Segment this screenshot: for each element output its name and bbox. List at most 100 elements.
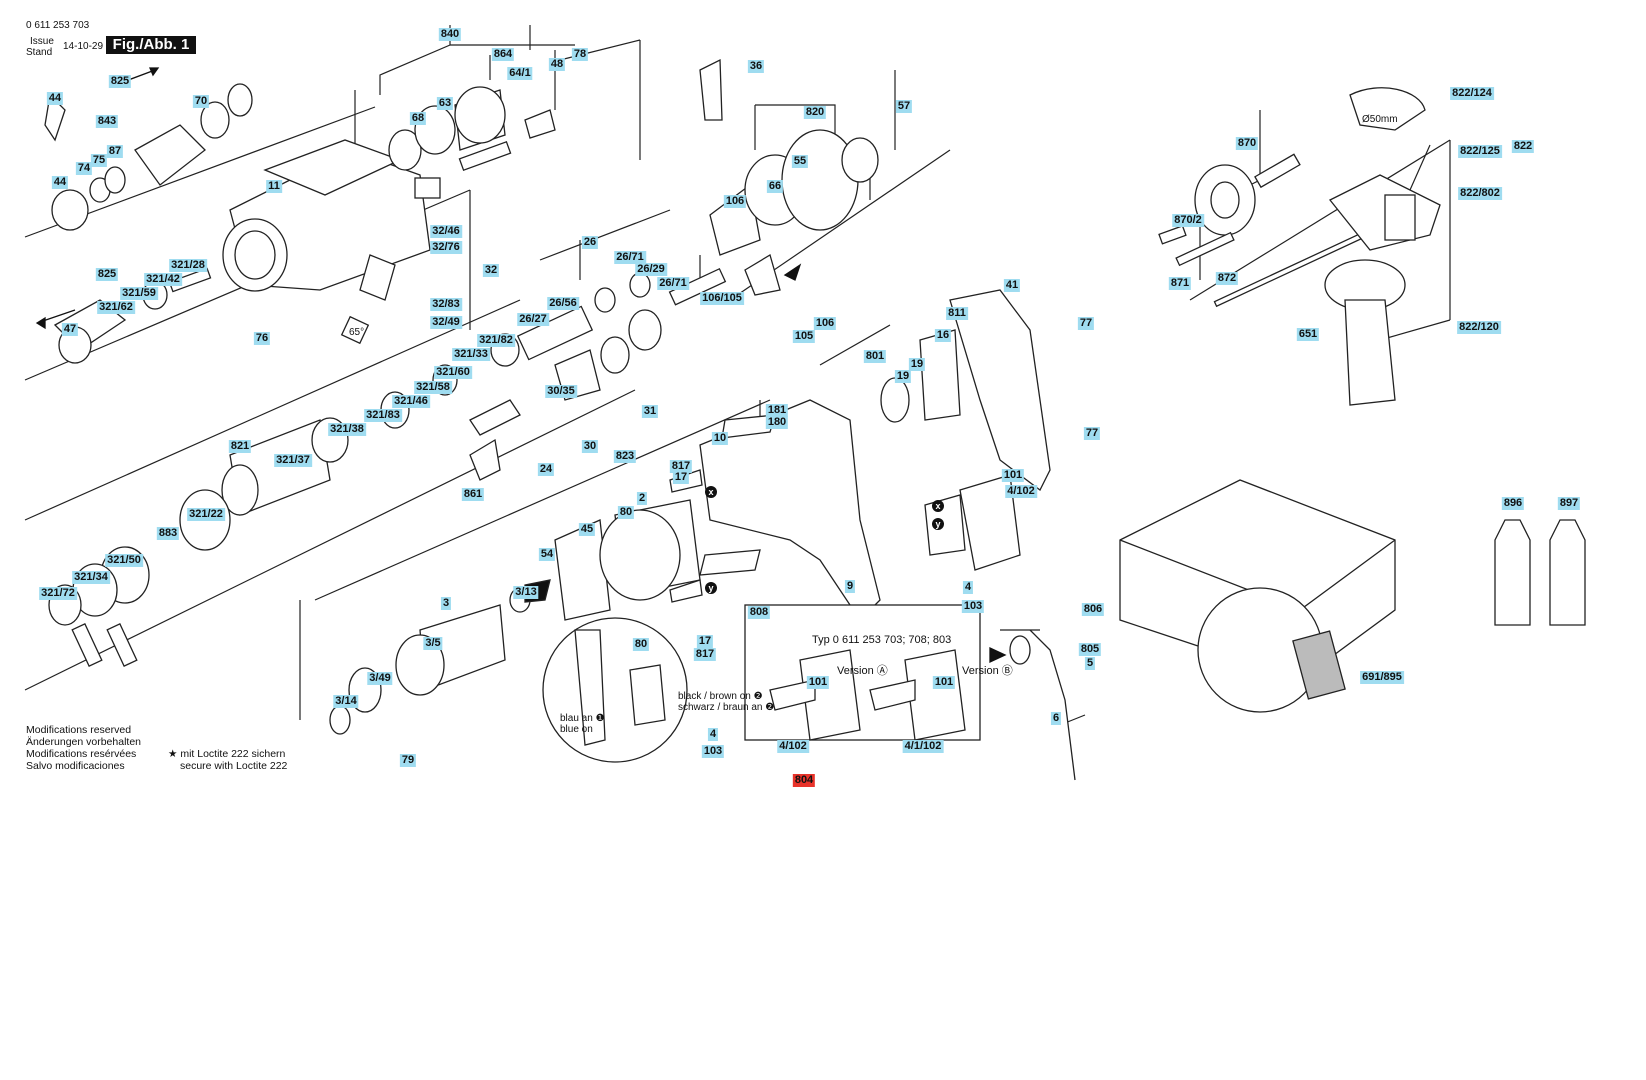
part-callout[interactable]: 11 xyxy=(266,180,282,193)
part-callout[interactable]: 321/60 xyxy=(434,366,472,379)
part-callout[interactable]: 30 xyxy=(581,440,599,453)
part-callout[interactable]: 57 xyxy=(895,100,913,113)
part-callout[interactable]: 55 xyxy=(791,155,809,168)
part-callout[interactable]: 4 xyxy=(962,581,974,594)
part-callout[interactable]: 54 xyxy=(538,548,556,561)
part-callout[interactable]: 105 xyxy=(792,330,816,343)
part-callout[interactable]: 321/28 xyxy=(169,259,207,272)
part-callout[interactable]: 805 xyxy=(1078,643,1102,656)
part-callout[interactable]: 897 xyxy=(1557,497,1581,510)
part-callout[interactable]: 70 xyxy=(192,95,210,108)
part-callout[interactable]: 47 xyxy=(61,323,79,336)
part-callout[interactable]: 801 xyxy=(863,350,887,363)
part-callout[interactable]: 24 xyxy=(537,463,555,476)
part-callout[interactable]: 806 xyxy=(1081,603,1105,616)
part-callout[interactable]: 6 xyxy=(1050,712,1062,725)
part-callout[interactable]: 864 xyxy=(491,48,515,61)
part-callout[interactable]: 180 xyxy=(765,416,789,429)
part-callout[interactable]: 3/49 xyxy=(367,672,393,685)
part-callout[interactable]: 870/2 xyxy=(1172,214,1204,227)
part-callout[interactable]: 3/13 xyxy=(513,586,539,599)
part-callout[interactable]: 17 xyxy=(672,471,690,484)
part-callout[interactable]: 26/27 xyxy=(517,313,549,326)
part-callout[interactable]: 26/29 xyxy=(635,263,667,276)
part-callout[interactable]: 820 xyxy=(803,106,827,119)
part-callout[interactable]: 45 xyxy=(578,523,596,536)
part-callout[interactable]: 103 xyxy=(701,745,725,758)
part-callout[interactable]: 74 xyxy=(75,162,93,175)
part-callout[interactable]: 821 xyxy=(228,440,252,453)
part-callout[interactable]: 101 xyxy=(932,676,956,689)
part-callout[interactable]: 843 xyxy=(95,115,119,128)
part-callout[interactable]: 17 xyxy=(696,635,714,648)
part-callout[interactable]: 101 xyxy=(806,676,830,689)
part-callout[interactable]: 825 xyxy=(108,75,132,88)
part-callout[interactable]: 861 xyxy=(461,488,485,501)
part-callout[interactable]: 4/1/102 xyxy=(902,740,944,753)
part-callout[interactable]: 26/71 xyxy=(657,277,689,290)
part-callout[interactable]: 19 xyxy=(908,358,926,371)
part-callout[interactable]: 32/46 xyxy=(430,225,462,238)
part-callout[interactable]: 103 xyxy=(961,600,985,613)
part-callout[interactable]: 79 xyxy=(399,754,417,767)
part-callout[interactable]: 19 xyxy=(894,370,912,383)
part-callout[interactable]: 181 xyxy=(765,404,789,417)
part-callout[interactable]: 651 xyxy=(1296,328,1320,341)
part-callout[interactable]: 4 xyxy=(707,728,719,741)
part-callout[interactable]: 822/120 xyxy=(1457,321,1501,334)
part-callout[interactable]: 691/895 xyxy=(1360,671,1404,684)
part-callout[interactable]: 36 xyxy=(747,60,765,73)
part-callout[interactable]: 321/22 xyxy=(187,508,225,521)
part-callout[interactable]: 871 xyxy=(1168,277,1192,290)
part-callout[interactable]: 4/102 xyxy=(777,740,809,753)
part-callout[interactable]: 5 xyxy=(1084,657,1096,670)
part-callout[interactable]: 106 xyxy=(723,195,747,208)
part-callout[interactable]: 26/56 xyxy=(547,297,579,310)
part-callout[interactable]: 30/35 xyxy=(545,385,577,398)
part-callout[interactable]: 41 xyxy=(1003,279,1021,292)
part-callout[interactable]: 321/82 xyxy=(477,334,515,347)
part-callout[interactable]: 68 xyxy=(409,112,427,125)
part-callout[interactable]: 63 xyxy=(436,97,454,110)
part-callout[interactable]: 825 xyxy=(95,268,119,281)
part-callout[interactable]: 321/83 xyxy=(364,409,402,422)
part-callout[interactable]: 872 xyxy=(1215,272,1239,285)
part-callout[interactable]: 896 xyxy=(1501,497,1525,510)
part-callout[interactable]: 78 xyxy=(571,48,589,61)
part-callout[interactable]: 321/42 xyxy=(144,273,182,286)
part-callout[interactable]: 4/102 xyxy=(1005,485,1037,498)
part-callout[interactable]: 48 xyxy=(548,58,566,71)
part-callout[interactable]: 811 xyxy=(946,307,968,320)
part-callout[interactable]: 2 xyxy=(636,492,648,505)
part-callout[interactable]: 3 xyxy=(440,597,452,610)
part-callout[interactable]: 32/49 xyxy=(430,316,462,329)
part-callout[interactable]: 44 xyxy=(46,92,64,105)
part-callout[interactable]: 321/37 xyxy=(274,454,312,467)
part-callout[interactable]: 870 xyxy=(1235,137,1259,150)
part-callout[interactable]: 80 xyxy=(632,638,650,651)
part-callout[interactable]: 817 xyxy=(693,648,717,661)
part-callout[interactable]: 822/802 xyxy=(1458,187,1502,200)
part-callout[interactable]: 32/83 xyxy=(430,298,462,311)
part-callout[interactable]: 3/5 xyxy=(423,637,443,650)
part-callout[interactable]: 817 xyxy=(669,460,693,473)
part-callout[interactable]: 10 xyxy=(711,432,729,445)
part-callout[interactable]: 101 xyxy=(1001,469,1025,482)
part-callout[interactable]: 87 xyxy=(106,145,124,158)
part-callout[interactable]: 883 xyxy=(156,527,180,540)
part-callout[interactable]: 31 xyxy=(641,405,659,418)
part-callout[interactable]: 106/105 xyxy=(700,292,744,305)
part-callout[interactable]: 823 xyxy=(613,450,637,463)
part-callout[interactable]: 32/76 xyxy=(430,241,462,254)
part-callout[interactable]: 321/58 xyxy=(414,381,452,394)
part-callout[interactable]: 321/50 xyxy=(105,554,143,567)
part-callout[interactable]: 804 xyxy=(792,774,816,787)
part-callout[interactable]: 321/34 xyxy=(72,571,110,584)
part-callout[interactable]: 321/33 xyxy=(452,348,490,361)
part-callout[interactable]: 822 xyxy=(1511,140,1535,153)
part-callout[interactable]: 16 xyxy=(934,329,952,342)
part-callout[interactable]: 76 xyxy=(253,332,271,345)
part-callout[interactable]: 3/14 xyxy=(333,695,359,708)
part-callout[interactable]: 75 xyxy=(90,154,108,167)
part-callout[interactable]: 822/125 xyxy=(1458,145,1502,158)
